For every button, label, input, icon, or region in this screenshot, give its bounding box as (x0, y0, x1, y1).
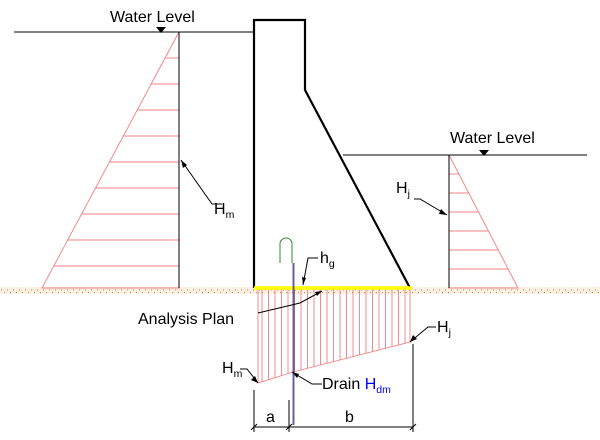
analysis-plan-arrowhead (315, 291, 322, 296)
upstream-pressure-hatch (53, 57, 179, 267)
drain-h-subscript: dm (376, 384, 391, 396)
downstream-pressure-hatch (449, 173, 509, 270)
drain-leader (291, 371, 322, 385)
hj-uplift-leader (409, 326, 436, 343)
uplift-pressure-hatch (261, 288, 406, 382)
dam-body-outline (252, 18, 411, 289)
water-level-label-right: Water Level (450, 130, 535, 147)
downstream-water-level-marker (479, 150, 489, 156)
drain-h-symbol: H (365, 376, 377, 393)
upstream-water-level-marker (156, 27, 166, 33)
hg-leader (302, 257, 318, 286)
water-level-label-left: Water Level (110, 9, 195, 26)
drain-label: Drain Hdm (322, 376, 391, 396)
dim-tick-drain (285, 423, 293, 431)
ground-strip (0, 287, 600, 294)
dim-b-label: b (345, 409, 354, 426)
analysis-plan-label: Analysis Plan (138, 311, 234, 328)
downstream-pressure-triangle (448, 154, 519, 289)
dim-a-label: a (266, 409, 275, 426)
uplift-pressure-outline (257, 287, 411, 384)
upstream-pressure-triangle (41, 31, 180, 289)
hm-upstream-leader (180, 159, 222, 205)
hg-arrowhead (302, 277, 306, 285)
hm-upstream-arrowhead (181, 160, 187, 168)
hj-downstream-leader (414, 198, 448, 216)
dimension-lines (250, 344, 417, 432)
analysis-plan-leader (257, 290, 323, 314)
hm-uplift-arrowhead (251, 376, 258, 383)
hj-uplift-arrowhead (410, 335, 417, 342)
drain-arrowhead (292, 372, 299, 378)
hj-downstream-label: Hj (396, 180, 410, 200)
uplift-pressure-diagram (257, 287, 411, 384)
hj-downstream-arrowhead (439, 209, 447, 215)
downstream-pressure-diagram (448, 154, 519, 289)
dim-tick-left (250, 423, 258, 431)
upstream-pressure-diagram (41, 31, 180, 289)
inspection-gallery (279, 237, 293, 263)
dim-tick-right (409, 423, 417, 431)
hj-uplift-label: Hj (437, 319, 451, 339)
hm-upstream-label: Hm (214, 201, 235, 221)
hm-uplift-label: Hm (222, 360, 243, 380)
hg-label: hg (320, 250, 335, 270)
